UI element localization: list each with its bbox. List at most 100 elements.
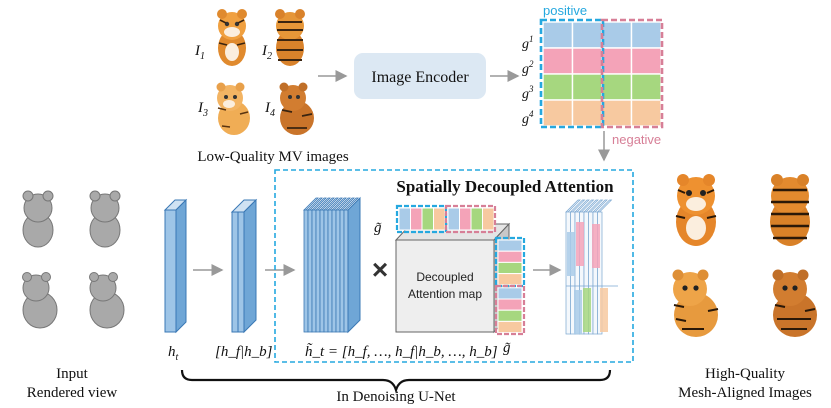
htilde-label: h̃_t = [h_f, …, h_f|h_b, …, h_b]	[305, 343, 498, 360]
token-cell	[421, 207, 434, 231]
gray-mesh-render	[22, 272, 58, 329]
image-label-2: I2	[261, 43, 272, 62]
token-cell	[482, 207, 495, 231]
gtilde-top-label: g̃	[374, 220, 382, 236]
unet-label: In Denoising U-Net	[336, 389, 456, 405]
feature-slab-side	[347, 196, 361, 334]
feature-map-ht	[164, 209, 177, 333]
token-cell	[497, 239, 523, 252]
gtilde-horizontal-tokens	[395, 204, 497, 234]
sda-title: Spatially Decoupled Attention	[396, 177, 614, 196]
token-cell	[630, 47, 662, 75]
tiger-illustration	[772, 269, 817, 337]
attention-strip	[583, 288, 591, 332]
input-caption-line1: Input	[56, 366, 88, 382]
attention-label-line2: Attention map	[408, 287, 482, 301]
gray-mesh-render	[89, 190, 121, 248]
decoupled-attention-map	[395, 239, 495, 333]
token-cell	[571, 73, 603, 101]
feature-slab-side	[175, 198, 187, 334]
attention-strip	[592, 224, 600, 268]
token-cell	[497, 309, 523, 322]
feature-slab	[335, 209, 341, 333]
input-rendered-views	[22, 190, 125, 329]
token-cell	[447, 207, 460, 231]
output-caption-line1: High-Quality	[705, 366, 785, 382]
token-cell	[571, 99, 603, 127]
tiger-illustration	[675, 174, 717, 246]
feature-slab	[331, 209, 337, 333]
feature-slab	[597, 211, 603, 335]
unet-bracket	[180, 369, 612, 394]
tiger-illustration	[275, 9, 305, 66]
negative-box	[600, 18, 664, 129]
token-grid	[542, 21, 662, 127]
gtilde-bottom-label: g̃	[503, 340, 511, 356]
token-cell	[542, 73, 574, 101]
image-label-3: I3	[197, 100, 208, 119]
image-encoder-label: Image Encoder	[371, 69, 469, 86]
feature-map-hb	[237, 211, 245, 333]
tiger-illustration	[770, 174, 810, 246]
g-label-4: g4	[522, 109, 534, 127]
feature-slab	[339, 209, 345, 333]
gray-mesh-render	[89, 272, 125, 329]
token-cell	[571, 21, 603, 49]
positive-box	[395, 204, 448, 234]
lq-tiger-images	[216, 9, 314, 135]
token-cell	[497, 298, 523, 311]
feature-map-hf	[231, 211, 239, 333]
g-label-2: g2	[522, 59, 534, 77]
token-cell	[410, 207, 423, 231]
token-cell	[398, 207, 411, 231]
feature-slab	[343, 209, 349, 333]
negative-box	[444, 204, 497, 234]
attention-strip	[576, 222, 584, 266]
feature-slab	[307, 209, 313, 333]
token-cell	[433, 207, 446, 231]
feature-stack-htilde	[303, 196, 361, 334]
token-cell	[542, 99, 574, 127]
token-cell	[497, 273, 523, 286]
token-cell	[630, 73, 662, 101]
token-cell	[459, 207, 472, 231]
token-cell	[601, 73, 633, 101]
tiger-illustration	[672, 269, 719, 337]
image-label-4: I4	[264, 100, 275, 119]
hq-tiger-images	[672, 174, 817, 337]
token-cell	[470, 207, 483, 231]
gray-mesh-render	[22, 190, 54, 248]
token-cell	[497, 250, 523, 263]
negative-label: negative	[612, 132, 661, 147]
token-cell	[497, 261, 523, 275]
tiger-illustration	[217, 9, 247, 66]
token-cell	[497, 287, 523, 300]
output-feature-stack	[565, 199, 618, 335]
g-label-1: g1	[522, 34, 534, 52]
positive-box	[539, 18, 605, 129]
multiply-symbol: ×	[372, 254, 388, 285]
g-label-3: g3	[522, 84, 534, 102]
positive-label: positive	[543, 3, 587, 18]
attention-strip	[567, 232, 575, 276]
tiger-illustration	[279, 82, 314, 135]
input-caption-line2: Rendered view	[27, 385, 118, 401]
hfhb-label: [h_f|h_b]	[215, 344, 273, 360]
feature-slab-side	[243, 198, 257, 334]
token-cell	[542, 47, 574, 75]
tiger-illustration	[216, 82, 250, 135]
feature-slab	[303, 209, 309, 333]
token-cell	[497, 320, 523, 334]
image-label-1: I1	[194, 43, 205, 62]
sda-frame	[274, 169, 634, 363]
negative-box	[494, 284, 526, 336]
attention-label-line1: Decoupled	[416, 270, 473, 284]
attention-strip	[600, 288, 608, 332]
feature-slab	[319, 209, 325, 333]
token-cell	[601, 47, 633, 75]
token-cell	[571, 47, 603, 75]
output-caption-line2: Mesh-Aligned Images	[678, 385, 812, 401]
token-cell	[630, 99, 662, 127]
positive-box	[494, 236, 526, 288]
feature-slab	[311, 209, 317, 333]
